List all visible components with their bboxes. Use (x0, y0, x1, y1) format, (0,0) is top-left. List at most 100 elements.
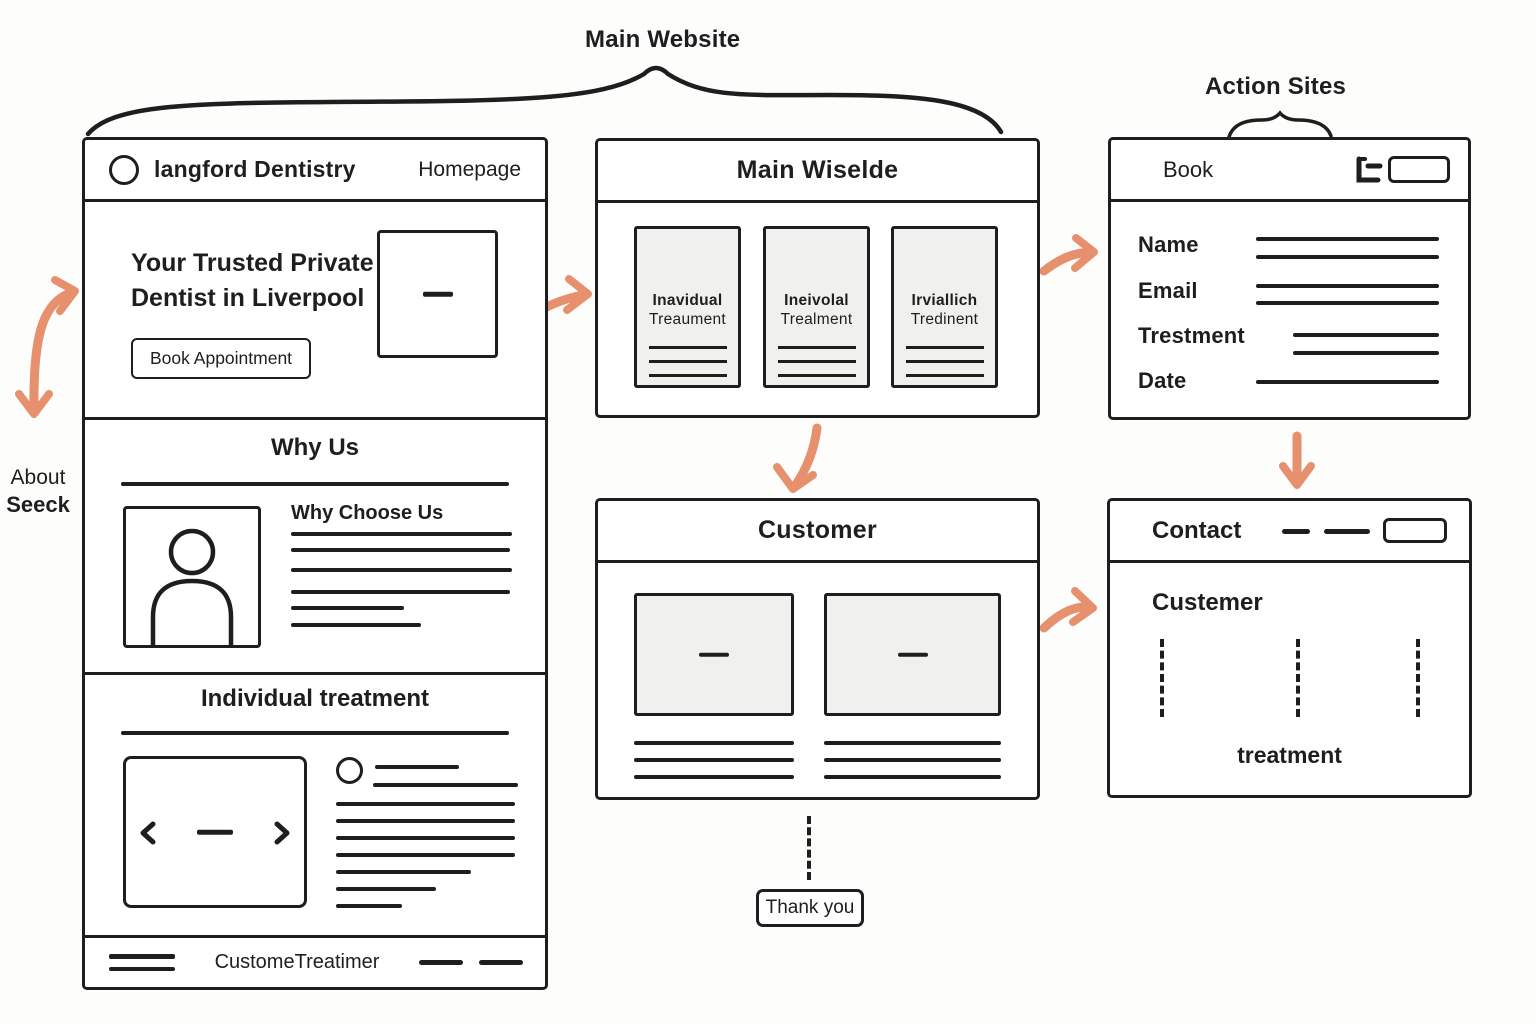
customer-wireframe: Customer (595, 498, 1040, 800)
field-label-email: Email (1138, 278, 1198, 303)
text-line (777, 360, 856, 363)
text-line (905, 360, 984, 363)
arrow-homepage-about (15, 276, 79, 418)
text-line (336, 819, 515, 823)
logo-icon (109, 154, 139, 185)
arrow-main-to-book (1039, 234, 1098, 276)
main-wiselde-title: Main Wiselde (736, 156, 899, 184)
text-line (777, 346, 856, 349)
flag-icon (1356, 156, 1383, 183)
carousel-prev-icon (140, 821, 156, 845)
book-form-wireframe: Book Name Email Trestment Date (1108, 137, 1471, 420)
text-line (336, 904, 402, 908)
card-line1: Inavidual (652, 292, 723, 309)
text-line (634, 775, 794, 779)
homepage-header: langford Dentistry Homepage (85, 140, 545, 202)
treatment-card: Irviallich Tredinent (891, 226, 998, 388)
main-wiselde-header: Main Wiselde (598, 141, 1037, 203)
text-line (375, 765, 459, 769)
field-label-name: Name (1138, 232, 1199, 257)
input-line (1256, 380, 1439, 384)
text-line (291, 568, 512, 572)
text-line (291, 548, 510, 552)
thank-you-box: Thank you (756, 889, 864, 927)
why-us-title: Why Us (270, 434, 359, 461)
image-placeholder-dash (897, 652, 928, 657)
header-dash (1324, 529, 1370, 534)
main-website-brace (85, 65, 1004, 137)
input-line (1256, 284, 1439, 288)
seeck-label: Seeck (6, 492, 70, 517)
image-placeholder-dash (422, 291, 453, 297)
book-title: Book (1163, 156, 1214, 182)
hero-image-placeholder (377, 230, 498, 358)
about-label: About (10, 466, 66, 489)
footer-text: CustomeTreatimer (214, 951, 380, 973)
text-line (905, 346, 984, 349)
treatment-word: treatment (1237, 742, 1342, 768)
text-line (373, 783, 518, 787)
why-choose-us-heading: Why Choose Us (291, 502, 444, 524)
custemer-heading: Custemer (1152, 589, 1263, 616)
text-line (824, 758, 1001, 762)
contact-title: Contact (1152, 516, 1242, 544)
dashed-column-line (1416, 639, 1420, 717)
text-line (336, 802, 515, 806)
main-wiselde-wireframe: Main Wiselde Inavidual Treaument Ineivol… (595, 138, 1040, 418)
book-header: Book (1111, 140, 1468, 202)
image-placeholder-dash (699, 652, 729, 657)
text-line (905, 374, 984, 377)
text-line (824, 741, 1001, 745)
treatment-card: Inavidual Treaument (634, 226, 741, 388)
hero-heading-line2: Dentist in Liverpool (131, 284, 365, 312)
treatment-card-text: Ineivolal Trealment (766, 291, 867, 329)
homepage-footer: CustomeTreatimer (85, 938, 545, 987)
action-sites-label: Action Sites (1205, 73, 1347, 100)
treatment-card: Ineivolal Trealment (763, 226, 870, 388)
divider-line (121, 482, 509, 486)
arrow-main-to-customer (773, 423, 822, 493)
treatment-card-text: Inavidual Treaument (637, 291, 738, 329)
header-dash (1282, 529, 1310, 534)
text-line (634, 741, 794, 745)
card-line2: Trealment (780, 311, 853, 328)
carousel-placeholder (123, 756, 307, 908)
treatment-card-text: Irviallich Tredinent (894, 291, 995, 329)
carousel-next-icon (274, 821, 290, 845)
about-seeck-label: About Seeck (6, 464, 70, 518)
text-line (777, 374, 856, 377)
text-line (336, 887, 436, 891)
homepage-wireframe: langford Dentistry Homepage Your Trusted… (82, 137, 548, 990)
footer-dash (479, 960, 523, 965)
customer-image-placeholder (824, 593, 1001, 716)
text-line (648, 346, 727, 349)
menu-line (109, 954, 175, 959)
text-line (824, 775, 1001, 779)
divider-line (121, 731, 509, 735)
footer-dashes (419, 960, 523, 965)
text-line (291, 606, 404, 610)
nav-homepage: Homepage (418, 157, 521, 181)
field-label-trestment: Trestment (1138, 323, 1245, 348)
dashed-column-line (1296, 639, 1300, 717)
input-line (1256, 301, 1439, 305)
bullet-circle-icon (336, 757, 363, 784)
contact-header: Contact (1110, 501, 1469, 563)
customer-image-placeholder (634, 593, 794, 716)
text-line (648, 374, 727, 377)
why-us-image-placeholder (123, 506, 261, 648)
text-line (336, 836, 515, 840)
main-website-label: Main Website (585, 26, 741, 53)
why-us-section: Why Us Why Choose Us (85, 420, 545, 675)
book-appointment-button: Book Appointment (131, 338, 312, 379)
input-line (1293, 333, 1439, 337)
hero-heading: Your Trusted Private Dentist in Liverpoo… (131, 246, 374, 316)
text-line (291, 623, 421, 627)
brand-name: langford Dentistry (154, 156, 356, 182)
header-button-placeholder (1388, 156, 1450, 183)
text-line (648, 360, 727, 363)
text-line (291, 590, 510, 594)
footer-menu-lines (109, 954, 175, 971)
menu-line (109, 966, 175, 971)
